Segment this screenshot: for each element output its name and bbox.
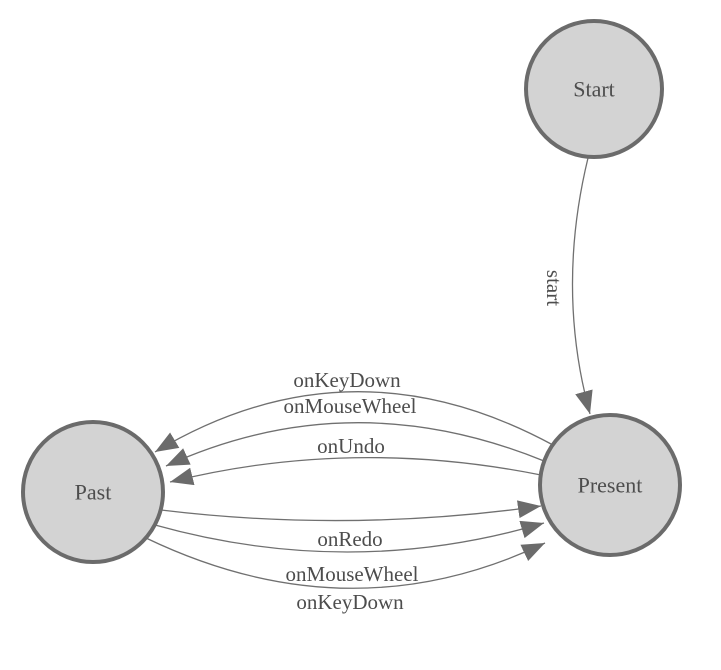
- node-label-present: Present: [578, 473, 643, 498]
- edge-label-onUndo: onUndo: [317, 434, 385, 458]
- node-present: Present: [538, 413, 682, 557]
- edge-label-onKeyDown: onKeyDown: [296, 590, 404, 614]
- node-start: Start: [524, 19, 664, 159]
- edge-label-onMouseWheel: onMouseWheel: [286, 562, 419, 586]
- node-label-start: Start: [573, 77, 615, 102]
- edge-label-onMouseWheel: onMouseWheel: [284, 394, 417, 418]
- edge-present-to-past: [169, 456, 542, 486]
- edge-start-to-present: [571, 157, 593, 415]
- node-past: Past: [21, 420, 165, 564]
- node-circle-past: [21, 420, 165, 564]
- edge-past-to-present: [154, 520, 545, 553]
- edge-label-onRedo: onRedo: [317, 527, 382, 551]
- edge-label-start: start: [542, 270, 566, 306]
- edge-past-to-present: [145, 537, 546, 589]
- edge-label-onKeyDown: onKeyDown: [293, 368, 401, 392]
- edge-labels-layer: startonKeyDownonMouseWheelonUndoonRedoon…: [284, 270, 566, 614]
- node-circle-start: [524, 19, 664, 159]
- edge-present-to-past: [154, 391, 554, 453]
- node-circle-present: [538, 413, 682, 557]
- node-label-past: Past: [75, 480, 112, 505]
- edge-past-to-present: [160, 500, 542, 522]
- edge-present-to-past: [165, 422, 545, 467]
- edges-layer: [145, 157, 593, 589]
